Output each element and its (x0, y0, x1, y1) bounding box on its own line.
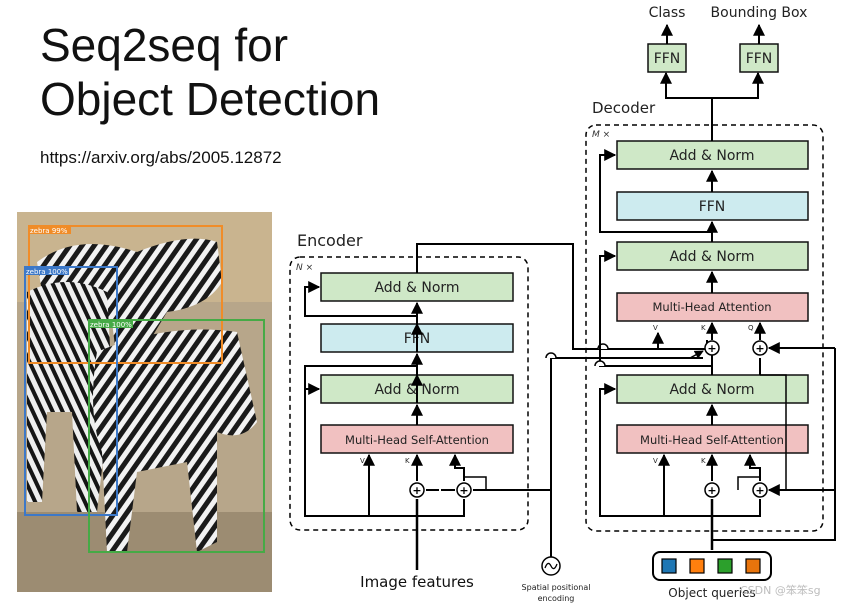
decoder-dashed-block (585, 124, 824, 532)
svg-text:+: + (459, 484, 468, 497)
decoder-add-self-k (704, 482, 720, 498)
positional-label-1: Spatial positional (522, 583, 591, 592)
svg-text:FFN: FFN (699, 199, 726, 215)
bbox-label-1: zebra 99% (30, 227, 68, 235)
encoder-dashed-block (289, 256, 529, 531)
decoder-cross-k-label: K (701, 324, 706, 332)
bbox-blue (24, 266, 118, 516)
bbox-label-2: zebra 100% (26, 268, 68, 276)
zebra-front (93, 329, 257, 552)
object-queries-label: Object queries (668, 586, 755, 600)
positional-label-2: encoding (538, 594, 575, 603)
encoder-title: Encoder (297, 231, 363, 250)
decoder-self-v-label: V (653, 457, 658, 465)
decoder-cross-attention: Multi-Head Attention (616, 292, 809, 322)
bbox-label: Bounding Box (711, 5, 808, 21)
decoder-repeat: M × (592, 130, 610, 140)
title-line-2: Object Detection (40, 73, 381, 125)
class-head-ffn: FFN (647, 43, 687, 73)
encoder-add-k (409, 482, 425, 498)
bbox-head-ffn: FFN (739, 43, 779, 73)
image-features-label: Image features (360, 573, 474, 591)
svg-text:Add & Norm: Add & Norm (669, 249, 754, 265)
bbox-green (88, 319, 265, 553)
decoder-add-cross-q (752, 340, 768, 356)
encoder-v-label: V (360, 457, 365, 465)
decoder-add-norm-3: Add & Norm (616, 140, 809, 170)
title-line-1: Seq2seq for (40, 19, 289, 71)
zebra-photo: zebra 99% zebra 100% zebra 100% (17, 212, 272, 592)
paper-link[interactable]: https://arxiv.org/abs/2005.12872 (40, 148, 282, 167)
svg-text:Multi-Head Self-Attention: Multi-Head Self-Attention (640, 433, 784, 447)
decoder-add-cross-k (704, 340, 720, 356)
watermark: CSDN @笨笨sg (740, 584, 821, 597)
svg-text:Multi-Head Self-Attention: Multi-Head Self-Attention (345, 433, 489, 447)
query-token-2 (689, 558, 705, 574)
decoder-add-norm-2: Add & Norm (616, 241, 809, 271)
encoder-repeat: N × (296, 263, 313, 273)
svg-text:+: + (707, 342, 716, 355)
query-token-1 (661, 558, 677, 574)
svg-text:Add & Norm: Add & Norm (669, 382, 754, 398)
svg-text:Multi-Head Attention: Multi-Head Attention (652, 300, 771, 314)
encoder-add-q (456, 482, 472, 498)
decoder-self-attention: Multi-Head Self-Attention (616, 424, 809, 454)
encoder-k-label: K (405, 457, 410, 465)
decoder-add-self-q (752, 482, 768, 498)
svg-text:FFN: FFN (654, 51, 681, 67)
bbox-label-3: zebra 100% (90, 321, 132, 329)
slide-title: Seq2seq for Object Detection (40, 18, 380, 126)
encoder-add-norm-top: Add & Norm (320, 272, 514, 302)
svg-text:+: + (707, 484, 716, 497)
decoder-cross-q-label: Q (748, 324, 754, 332)
svg-text:Add & Norm: Add & Norm (669, 148, 754, 164)
zebra-back (37, 238, 222, 362)
svg-text:+: + (755, 484, 764, 497)
decoder-add-norm-1: Add & Norm (616, 374, 809, 404)
class-label: Class (649, 5, 686, 21)
svg-text:Add & Norm: Add & Norm (374, 280, 459, 296)
decoder-ffn: FFN (616, 191, 809, 221)
decoder-self-k-label: K (701, 457, 706, 465)
svg-text:FFN: FFN (746, 51, 773, 67)
query-token-4 (745, 558, 761, 574)
svg-text:+: + (755, 342, 764, 355)
encoder-self-attention: Multi-Head Self-Attention (320, 424, 514, 454)
decoder-cross-v-label: V (653, 324, 658, 332)
query-token-3 (717, 558, 733, 574)
decoder-title: Decoder (592, 99, 656, 117)
object-queries-box (652, 551, 772, 581)
bbox-orange (28, 225, 223, 364)
svg-text:+: + (412, 484, 421, 497)
zebra-left (27, 282, 112, 512)
